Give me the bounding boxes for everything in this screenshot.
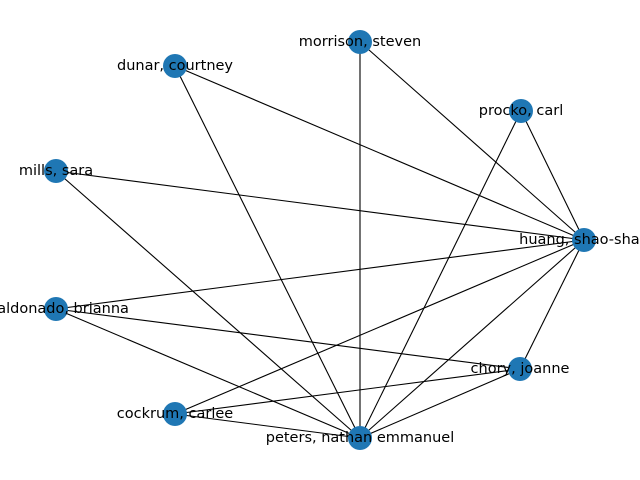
edge-procko-peters <box>359 110 522 439</box>
node-layer <box>44 30 596 450</box>
node-label-mills: mills, sara <box>19 163 93 179</box>
edge-huang-chory <box>519 239 585 370</box>
node-huang <box>572 228 596 252</box>
node-morrison <box>348 30 372 54</box>
node-label-maldonado: maldonado, brianna <box>0 301 129 317</box>
node-label-dunar: dunar, courtney <box>117 58 233 74</box>
label-layer: morrison, steven dunar, courtney procko, c… <box>0 34 640 446</box>
edge-dunar-huang <box>174 65 585 241</box>
node-maldonado <box>44 297 68 321</box>
edge-huang-peters <box>359 239 585 439</box>
node-procko <box>509 99 533 123</box>
node-label-peters: peters, nathan emmanuel <box>266 430 455 446</box>
edge-layer <box>55 41 585 439</box>
edge-huang-cockrum <box>174 239 585 415</box>
node-label-huang: huang, shao-shan <box>519 232 640 248</box>
edge-procko-huang <box>520 110 585 241</box>
edge-chory-cockrum <box>174 368 521 415</box>
edge-maldonado-chory <box>55 308 521 370</box>
edge-chory-peters <box>359 368 521 439</box>
node-label-morrison: morrison, steven <box>299 34 421 50</box>
edge-mills-huang <box>55 170 585 241</box>
node-dunar <box>163 54 187 78</box>
edge-maldonado-huang <box>55 239 585 310</box>
node-label-cockrum: cockrum, carlee <box>117 406 233 422</box>
edge-mills-peters <box>55 170 361 439</box>
node-cockrum <box>163 402 187 426</box>
edge-maldonado-peters <box>55 308 361 439</box>
node-peters <box>348 426 372 450</box>
node-chory <box>508 357 532 381</box>
edge-morrison-huang <box>359 41 585 241</box>
node-mills <box>44 159 68 183</box>
node-label-chory: chory, joanne <box>471 361 570 377</box>
node-label-procko: procko, carl <box>479 103 564 119</box>
edge-dunar-peters <box>174 65 361 439</box>
edge-cockrum-peters <box>174 413 361 439</box>
